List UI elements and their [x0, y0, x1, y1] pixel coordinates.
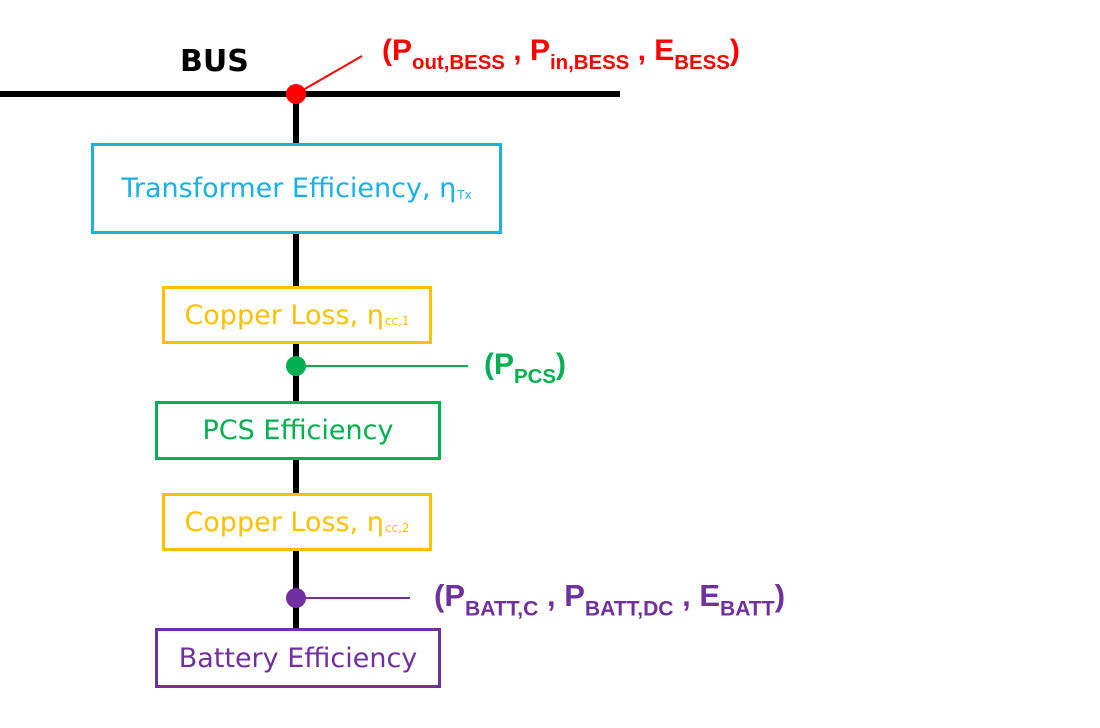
bess-point-label: (Pout,BESS , Pin,BESS , EBESS) — [382, 34, 740, 75]
bess-leader-line — [295, 55, 363, 95]
batt-point-label: (PBATT,C , PBATT,DC , EBATT) — [434, 578, 786, 621]
bus-label: BUS — [180, 44, 249, 79]
pcs-point-dot — [286, 356, 306, 376]
pcs-efficiency-block: PCS Efficiency — [155, 401, 441, 460]
pcs-point-label: (PPCS) — [484, 348, 566, 389]
bess-point-dot — [286, 84, 306, 104]
batt-point-dot — [286, 588, 306, 608]
battery-efficiency-block: Battery Efficiency — [155, 628, 441, 688]
